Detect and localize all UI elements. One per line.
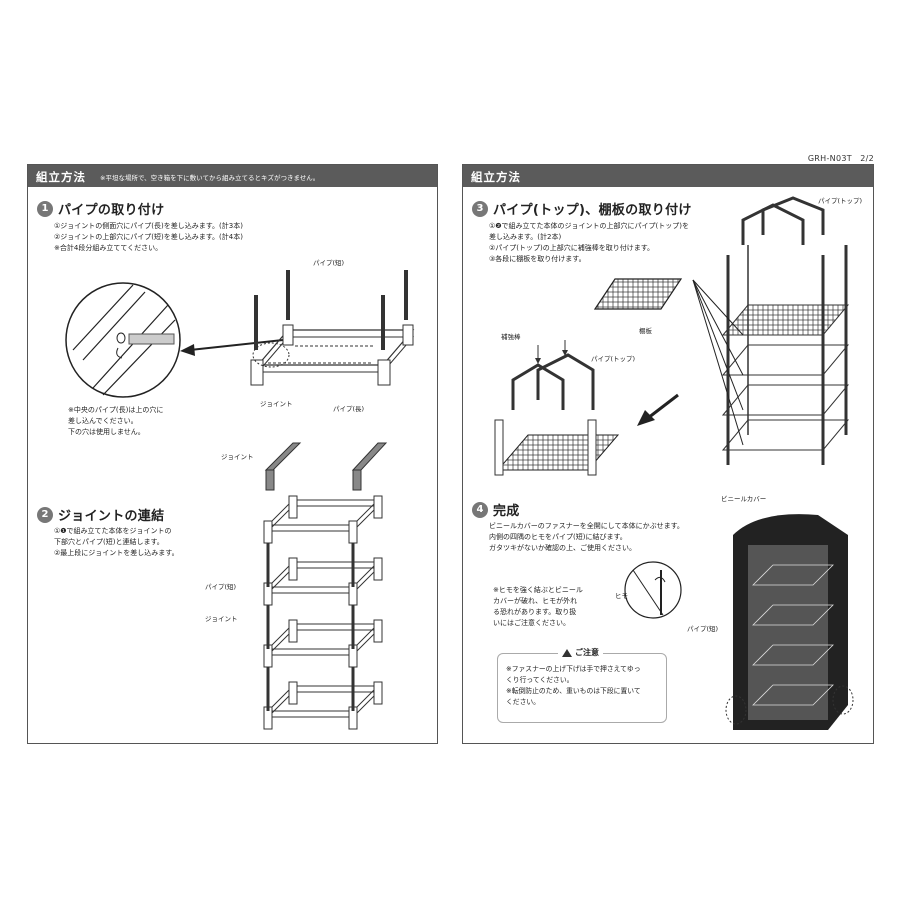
step4-number: 4 xyxy=(472,501,488,518)
caution-line: ※転倒防止のため、重いものは下段に置いて xyxy=(506,687,641,695)
right-title: 組立方法 xyxy=(471,170,521,184)
covered-rack-illustration xyxy=(725,514,854,730)
label-joint-1: ジョイント xyxy=(260,400,293,408)
right-panel: 組立方法 3 パイプ(トップ)、棚板の取り付け ①❷で組み立てた本体のジョイント… xyxy=(462,164,874,744)
step3-line: ②パイプ(トップ)の上部穴に補強棒を取り付けます。 xyxy=(489,244,655,252)
label-pipe-long: パイプ(長) xyxy=(333,405,365,413)
left-note: ※平坦な場所で、空き箱を下に敷いてから組み立てるとキズがつきません。 xyxy=(100,174,320,182)
step1-heading: パイプの取り付け xyxy=(58,203,165,218)
left-title-bar: 組立方法 ※平坦な場所で、空き箱を下に敷いてから組み立てるとキズがつきません。 xyxy=(28,165,437,187)
step1-line: ①ジョイントの側面穴にパイプ(長)を差し込みます。(計3本) xyxy=(54,222,243,230)
step2-line: ②最上段にジョイントを差し込みます。 xyxy=(54,549,179,557)
caution-box: ご注意 ※ファスナーの上げ下げは手で押さえてゆっ くり行ってください。 ※転倒防… xyxy=(497,647,667,723)
right-title-bar: 組立方法 xyxy=(463,165,873,187)
step1-number: 1 xyxy=(37,200,53,217)
step1-line: ②ジョイントの上部穴にパイプ(短)を差し込みます。(計4本) xyxy=(54,233,243,241)
rack-with-shelves-illustration xyxy=(692,196,850,465)
step1-line: ※合計4段分組み立ててください。 xyxy=(54,244,163,252)
label-brace: 補強棒 xyxy=(501,333,521,341)
zoom-arrow xyxy=(180,339,284,356)
shelf-board-illustration xyxy=(593,278,683,310)
caution-line: ※ファスナーの上げ下げは手で押さえてゆっ xyxy=(506,665,641,673)
caution-line: くり行ってください。 xyxy=(506,676,574,684)
caution-line: ください。 xyxy=(506,698,540,706)
step2-line: ①❶で組み立てた本体をジョイントの xyxy=(54,527,172,535)
caution-header: ご注意 xyxy=(558,647,603,658)
joint-zoom-illustration xyxy=(65,282,181,398)
callout-line: る恐れがあります。取り扱 xyxy=(493,608,577,616)
step3-line: 差し込みます。(計2本) xyxy=(489,233,562,241)
step1-header: 1 パイプの取り付け xyxy=(37,199,164,218)
label-pipe-short-2: パイプ(短) xyxy=(205,583,237,591)
label-pipe-short-3: パイプ(短) xyxy=(687,625,719,633)
base-frame-illustration xyxy=(250,270,415,386)
left-title: 組立方法 xyxy=(36,170,86,184)
label-pipe-short-1: パイプ(短) xyxy=(313,259,345,267)
tie-zoom-illustration xyxy=(624,561,682,619)
document-code: GRH-N03T 2/2 xyxy=(807,154,874,163)
step3-line: ③各段に棚板を取り付けます。 xyxy=(489,255,586,263)
callout-line: ※中央のパイプ(長)は上の穴に xyxy=(68,406,164,414)
step2-number: 2 xyxy=(37,506,53,523)
step3-number: 3 xyxy=(472,200,488,217)
label-shelf: 棚板 xyxy=(639,327,652,335)
callout-line: 差し込んでください。 xyxy=(68,417,138,425)
callout-line: ※ヒモを強く結ぶとビニール xyxy=(493,586,583,594)
step3-header: 3 パイプ(トップ)、棚板の取り付け xyxy=(472,199,692,218)
direction-arrow xyxy=(637,393,679,426)
warning-icon xyxy=(562,648,572,657)
caution-title: ご注意 xyxy=(575,648,599,657)
step4-line: ビニールカバーのファスナーを全開にして本体にかぶせます。 xyxy=(489,522,684,530)
step1-callout: ※中央のパイプ(長)は上の穴に 差し込んでください。 下の穴は使用しません。 xyxy=(68,405,163,438)
step4-line: 内側の四隅のヒモをパイプ(短)に結びます。 xyxy=(489,533,627,541)
label-vinyl-cover: ビニールカバー xyxy=(721,495,767,503)
step2-header: 2 ジョイントの連結 xyxy=(37,505,164,524)
step2-line: 下部穴とパイプ(短)と連結します。 xyxy=(54,538,164,546)
callout-line: 下の穴は使用しません。 xyxy=(68,428,145,436)
step3-heading: パイプ(トップ)、棚板の取り付け xyxy=(493,203,692,218)
step2-instructions: ①❶で組み立てた本体をジョイントの 下部穴とパイプ(短)と連結します。 ②最上段… xyxy=(54,526,179,559)
step4-instructions: ビニールカバーのファスナーを全開にして本体にかぶせます。 内側の四隅のヒモをパイ… xyxy=(489,521,684,554)
step1-instructions: ①ジョイントの側面穴にパイプ(長)を差し込みます。(計3本) ②ジョイントの上部… xyxy=(54,221,243,254)
label-pipe-top-2: パイプ(トップ) xyxy=(591,355,636,363)
step2-heading: ジョイントの連結 xyxy=(58,509,165,524)
step4-line: ガタツキがないか確認の上、ご使用ください。 xyxy=(489,544,636,552)
top-assembly-illustration xyxy=(494,340,620,476)
stacked-frame-illustration xyxy=(263,442,388,730)
step4-callout: ※ヒモを強く結ぶとビニール カバーが破れ、ヒモが外れ る恐れがあります。取り扱 … xyxy=(493,585,583,629)
step3-line: ①❷で組み立てた本体のジョイントの上部穴にパイプ(トップ)を xyxy=(489,222,690,230)
label-joint-top: ジョイント xyxy=(221,453,254,461)
callout-line: カバーが破れ、ヒモが外れ xyxy=(493,597,578,605)
left-panel: 組立方法 ※平坦な場所で、空き箱を下に敷いてから組み立てるとキズがつきません。 … xyxy=(27,164,438,744)
callout-line: いにはご注意ください。 xyxy=(493,619,570,627)
step3-instructions: ①❷で組み立てた本体のジョイントの上部穴にパイプ(トップ)を 差し込みます。(計… xyxy=(489,221,689,265)
label-himo: ヒモ xyxy=(615,592,628,600)
label-joint-2: ジョイント xyxy=(205,615,238,623)
step4-header: 4 完成 xyxy=(472,500,520,519)
caution-body: ※ファスナーの上げ下げは手で押さえてゆっ くり行ってください。 ※転倒防止のため… xyxy=(506,664,641,708)
label-pipe-top: パイプ(トップ) xyxy=(818,197,863,205)
step4-heading: 完成 xyxy=(493,504,520,519)
